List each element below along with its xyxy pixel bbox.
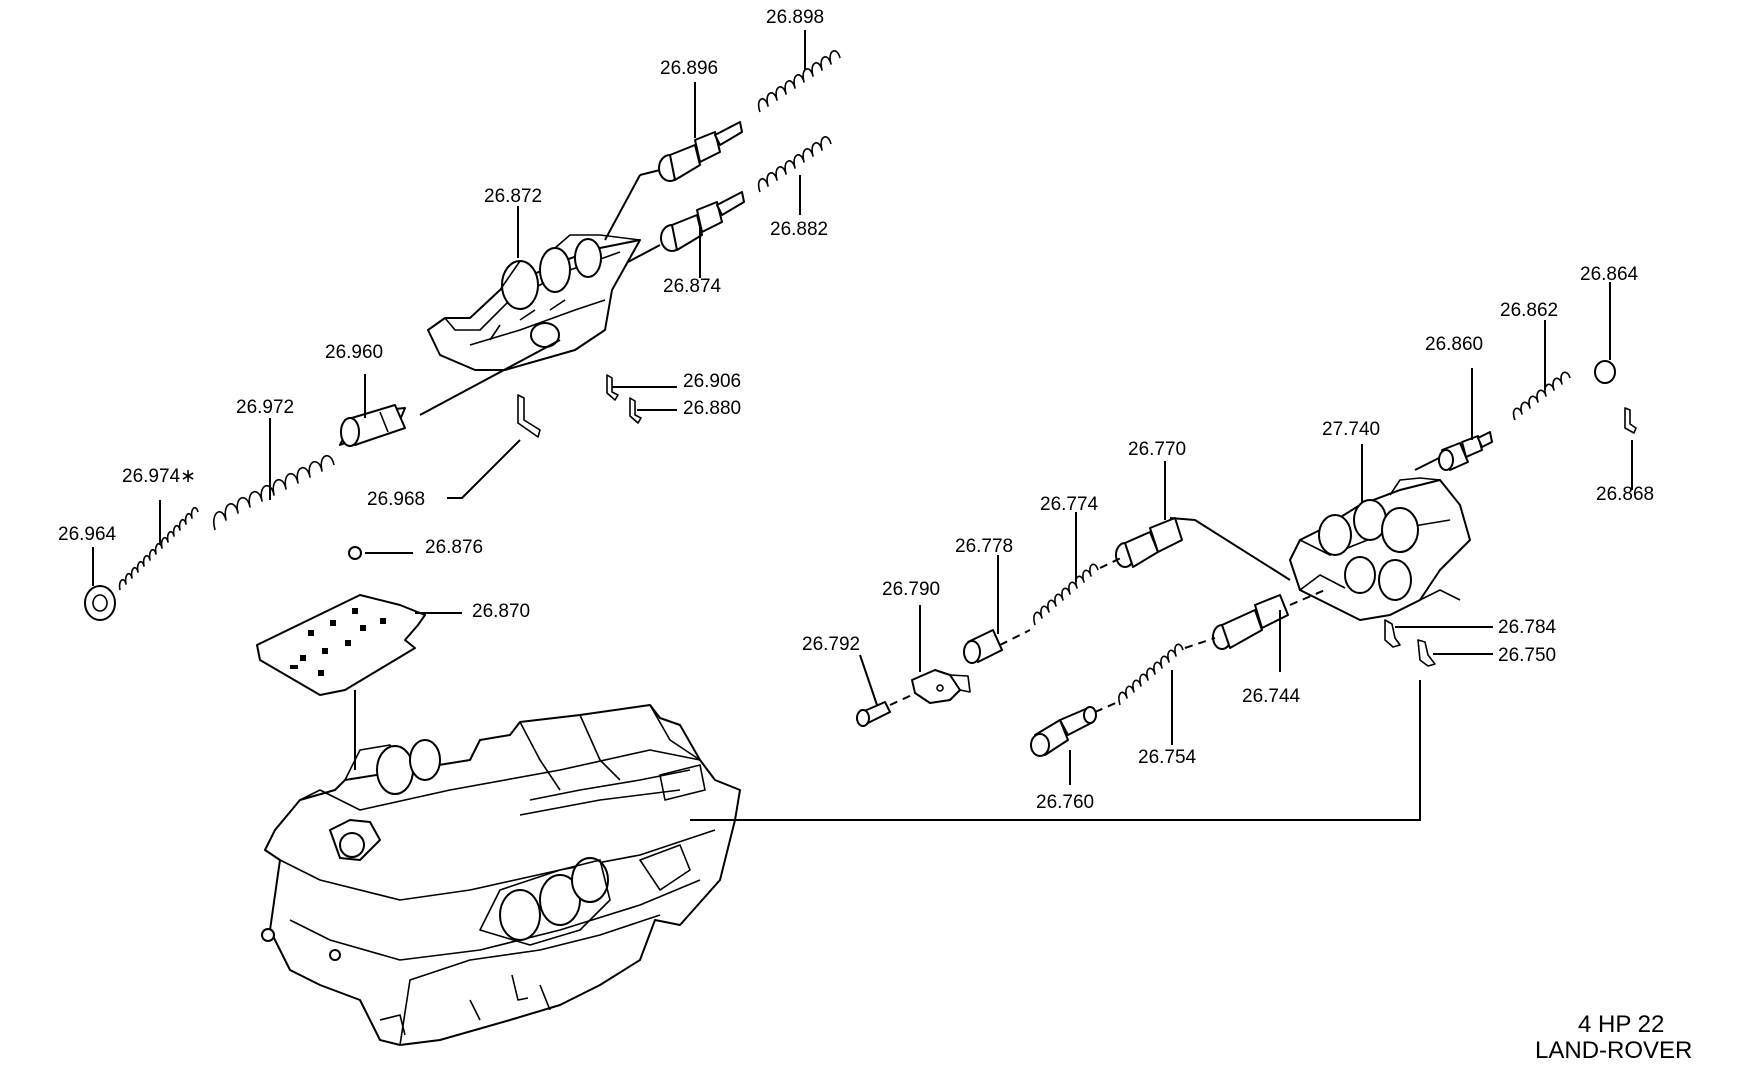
callout-26960: 26.960 <box>325 342 383 363</box>
plug-26864[interactable] <box>1594 360 1616 384</box>
callout-26870: 26.870 <box>472 601 530 622</box>
axis-line-upper <box>419 339 561 416</box>
clip-26784[interactable] <box>1384 619 1401 648</box>
callout-26790: 26.790 <box>882 579 940 600</box>
callout-26760: 26.760 <box>1036 792 1094 813</box>
callout-27740: 27.740 <box>1322 419 1380 440</box>
clip-26968[interactable] <box>517 394 541 438</box>
spring-26898[interactable] <box>757 50 841 113</box>
plug-26860[interactable] <box>1438 431 1493 471</box>
callout-26792: 26.792 <box>802 634 860 655</box>
callout-26906: 26.906 <box>683 371 741 392</box>
main-valve-body[interactable] <box>261 704 741 1046</box>
valve-26778[interactable] <box>963 629 1003 664</box>
callout-26778: 26.778 <box>955 536 1013 557</box>
clip-26750[interactable] <box>1417 639 1436 667</box>
screw-26792[interactable] <box>856 701 891 727</box>
clip-26906[interactable] <box>606 374 619 401</box>
callout-26874: 26.874 <box>663 276 722 297</box>
spring-26862[interactable] <box>1512 371 1571 421</box>
valve-26744[interactable] <box>1212 594 1289 650</box>
clip-26880[interactable] <box>629 397 642 424</box>
title-make: LAND-ROVER <box>1535 1037 1692 1064</box>
callout-26972: 26.972 <box>236 397 294 418</box>
ball-26876[interactable] <box>348 546 362 560</box>
seal-26964[interactable] <box>84 585 116 621</box>
callout-26876: 26.876 <box>425 537 483 558</box>
spring-26974[interactable] <box>118 506 199 591</box>
callout-26862: 26.862 <box>1500 300 1558 321</box>
spring-26754[interactable] <box>1118 643 1184 706</box>
axis-26778 <box>999 629 1031 646</box>
title-model: 4 HP 22 <box>1578 1011 1664 1038</box>
axis-26744 <box>1289 589 1326 606</box>
callout-26964: 26.964 <box>58 524 117 545</box>
leader-spool-26896 <box>604 174 641 241</box>
valve-body-27740[interactable] <box>1289 477 1471 621</box>
leader-body-to-clips <box>690 680 1421 821</box>
leader-lines <box>92 30 1633 785</box>
separator-plate-26870[interactable] <box>256 594 426 696</box>
spool-26874[interactable] <box>660 191 745 252</box>
leader-26770-axis <box>1169 517 1291 581</box>
axis-26792 <box>889 694 913 706</box>
valve-26760[interactable] <box>1030 706 1097 757</box>
callout-26974: 26.974∗ <box>122 466 196 487</box>
callout-labels: 26.898 26.896 26.882 26.872 26.874 26.96… <box>58 7 1654 813</box>
callout-26774: 26.774 <box>1040 494 1099 515</box>
callout-26744: 26.744 <box>1242 686 1301 707</box>
spring-26972[interactable] <box>213 455 335 531</box>
callout-26864: 26.864 <box>1580 264 1639 285</box>
callout-26770: 26.770 <box>1128 439 1186 460</box>
leader-spool-26896b <box>639 169 661 176</box>
clip-26868[interactable] <box>1624 407 1637 434</box>
title-block: 4 HP 22 LAND-ROVER <box>1535 1011 1692 1064</box>
callout-26898: 26.898 <box>766 7 824 28</box>
callout-26880: 26.880 <box>683 398 741 419</box>
axis-line-26874 <box>627 244 661 263</box>
callout-26872: 26.872 <box>484 186 542 207</box>
callout-26860: 26.860 <box>1425 334 1483 355</box>
callout-26868: 26.868 <box>1596 484 1654 505</box>
axis-26774 <box>1099 555 1126 569</box>
callout-26754: 26.754 <box>1138 747 1197 768</box>
callout-26750: 26.750 <box>1498 645 1556 666</box>
valve-26770[interactable] <box>1115 517 1183 568</box>
callout-26896: 26.896 <box>660 58 718 79</box>
callout-26784: 26.784 <box>1498 617 1557 638</box>
callout-26882: 26.882 <box>770 219 828 240</box>
spring-26774[interactable] <box>1033 563 1099 626</box>
upper-valve-body-26872[interactable] <box>427 234 641 371</box>
axis-26754 <box>1184 637 1216 649</box>
axis-26760 <box>1094 701 1119 713</box>
spring-26882[interactable] <box>757 136 832 193</box>
spool-26896[interactable] <box>658 121 743 182</box>
bracket-26790[interactable] <box>911 669 971 704</box>
plunger-26960[interactable] <box>339 404 406 447</box>
callout-26968: 26.968 <box>367 489 425 510</box>
